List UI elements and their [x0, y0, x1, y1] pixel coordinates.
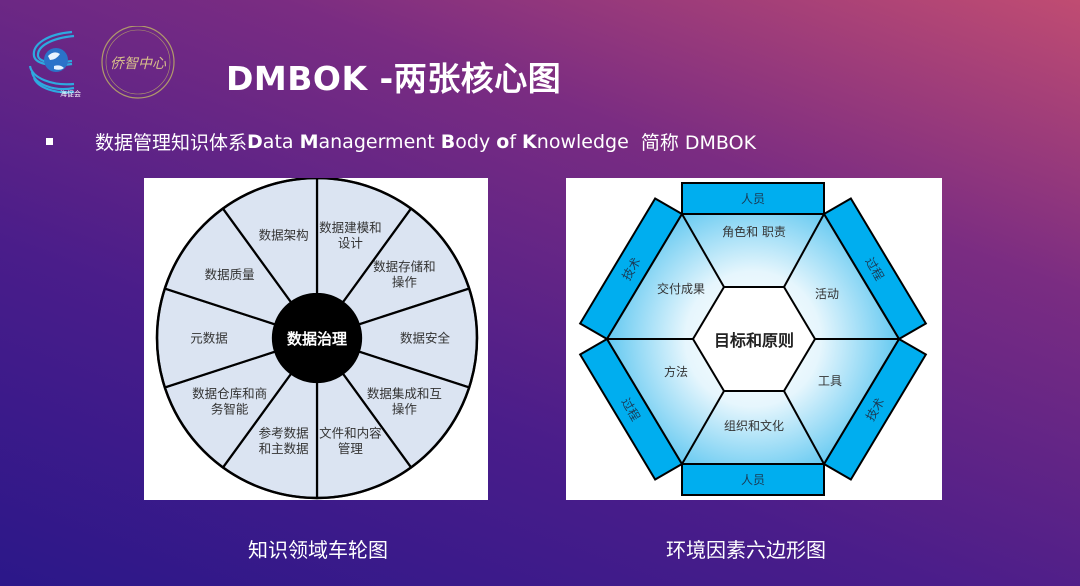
- bullet-en-part: o: [496, 130, 510, 153]
- bullet-en-part: B: [440, 130, 456, 153]
- hex-segment-label: 组织和文化: [724, 418, 784, 433]
- wheel-hub: [273, 294, 361, 382]
- wheel-segment-label: 数据安全: [400, 330, 451, 345]
- wheel-segment-label: 数据质量: [205, 267, 255, 282]
- center-seal-icon: [101, 25, 175, 99]
- hex-segment-label: 角色和 职责: [722, 225, 786, 239]
- hex-divider: [783, 213, 825, 288]
- bullet-square-icon: [46, 138, 53, 145]
- wheel-segment-label: 文件和内容: [319, 425, 382, 440]
- hex-segment-label: 方法: [664, 364, 688, 379]
- wheel-segment-label: 元数据: [190, 330, 228, 345]
- bullet-en-part: f: [509, 130, 523, 153]
- wheel-diagram-panel: 数据建模和设计数据存储和操作数据安全数据集成和互操作文件和内容管理参考数据和主数…: [144, 176, 488, 500]
- wheel-segment-label: 数据存储和: [373, 259, 436, 274]
- wheel-segment-label: 务智能: [211, 402, 249, 417]
- wheel-segment-label: 管理: [338, 441, 364, 456]
- wheel-caption: 知识领域车轮图: [248, 538, 388, 562]
- bullet-en-part: ata: [262, 130, 300, 153]
- hex-band-top: 人员: [681, 182, 825, 215]
- hex-segment-label: 交付成果: [657, 281, 705, 296]
- hex-divider: [681, 390, 725, 465]
- wheel-segment-label: 操作: [392, 275, 418, 290]
- wheel-segment-label: 数据仓库和商: [192, 386, 267, 401]
- hexagon-diagram-panel: 人员过程技术人员过程技术目标和原则角色和 职责活动工具组织和文化方法交付成果: [566, 178, 942, 500]
- wheel-segment-label: 数据建模和: [319, 220, 382, 235]
- hex-center: [691, 286, 817, 392]
- wheel-segment-label: 数据集成和互: [367, 386, 442, 401]
- hex-band-bottom: 人员: [681, 463, 825, 496]
- wheel-segment-label: 参考数据: [259, 425, 309, 440]
- hex-segment-label: 工具: [818, 374, 842, 388]
- bullet-en-part: K: [522, 130, 537, 153]
- wheel-segment-label: 操作: [392, 402, 418, 417]
- wheel-rim: [155, 176, 479, 500]
- bullet-en-text: Data Managerment Body of Knowledge: [247, 131, 629, 153]
- hexagon-caption: 环境因素六边形图: [666, 538, 826, 562]
- wheel-segment-label: 设计: [338, 235, 363, 250]
- logos: 海促会 侨智中心: [28, 25, 188, 100]
- hex-divider: [681, 213, 725, 288]
- bullet-suffix-text: 简称 DMBOK: [628, 132, 757, 154]
- center-logo-label: 侨智中心: [110, 56, 167, 72]
- hex-divider: [783, 390, 825, 465]
- wheel-diagram: 数据建模和设计数据存储和操作数据安全数据集成和互操作文件和内容管理参考数据和主数…: [155, 176, 479, 500]
- bullet-en-part: anagerment: [318, 130, 441, 153]
- page-title: DMBOK -两张核心图: [226, 59, 562, 98]
- bullet-cn-text: 数据管理知识体系: [95, 132, 248, 154]
- hex-center-label: 目标和原则: [714, 331, 794, 350]
- bullet-en-part: nowledge: [536, 130, 629, 153]
- bullet-en-part: D: [247, 130, 263, 153]
- hex-band-label: 人员: [741, 473, 765, 487]
- association-logo-label: 海促会: [60, 89, 81, 98]
- association-logo-icon: 海促会 侨智中心: [28, 25, 175, 99]
- bullet-line: 数据管理知识体系 Data Managerment Body of Knowle…: [46, 128, 756, 155]
- wheel-segment-label: 和主数据: [259, 441, 309, 456]
- bullet-en-part: ody: [455, 130, 497, 153]
- hex-segment-label: 活动: [815, 287, 839, 301]
- hex-band-label: 人员: [741, 192, 765, 206]
- wheel-hub-label: 数据治理: [287, 330, 347, 348]
- bullet-en-part: M: [299, 130, 319, 153]
- wheel-segment-label: 数据架构: [259, 228, 309, 243]
